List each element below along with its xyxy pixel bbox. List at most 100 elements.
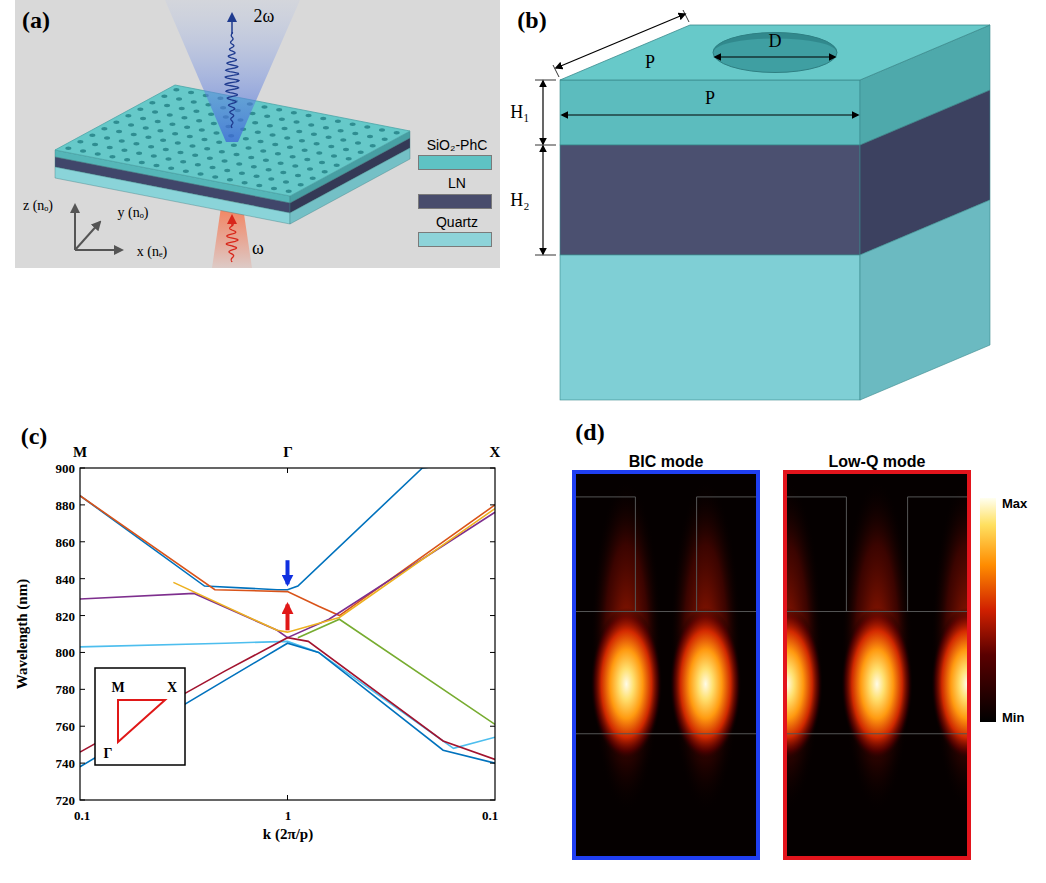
brillouin-inset <box>95 668 185 765</box>
tick-label: 900 <box>56 462 76 475</box>
air-hole <box>279 117 285 120</box>
tick-label: 820 <box>56 609 76 622</box>
inset-label: X <box>167 681 177 695</box>
air-hole <box>164 104 170 107</box>
air-hole <box>263 159 269 162</box>
harmonic-beam <box>165 0 300 142</box>
legend-label: Quartz <box>418 215 496 230</box>
air-hole <box>282 127 288 130</box>
quartz-layer <box>55 167 290 224</box>
dimension-label: H₂ <box>510 191 529 209</box>
air-hole <box>116 130 122 133</box>
air-hole <box>298 183 304 186</box>
air-hole <box>169 123 175 126</box>
air-hole <box>261 105 267 108</box>
layer-boundary <box>787 496 846 497</box>
colorbar <box>980 498 996 722</box>
air-hole <box>304 158 310 161</box>
air-hole <box>239 172 245 175</box>
air-hole <box>352 132 358 135</box>
hole-wall <box>713 33 837 53</box>
band-curve <box>80 468 495 590</box>
layer-boundary <box>697 496 756 497</box>
tick-label: 720 <box>56 794 76 807</box>
air-hole <box>177 151 183 154</box>
dimension-label: P <box>705 89 715 107</box>
air-hole <box>278 161 284 164</box>
tick-label: 740 <box>56 757 76 770</box>
panel-letter: (a) <box>22 8 50 32</box>
air-hole <box>284 136 290 139</box>
air-hole <box>292 164 298 167</box>
air-hole <box>80 149 86 152</box>
air-hole <box>145 136 151 139</box>
field-glow <box>670 478 742 814</box>
air-hole <box>107 146 113 149</box>
air-hole <box>181 116 187 119</box>
air-hole <box>139 161 145 164</box>
air-hole <box>163 148 169 151</box>
air-hole <box>358 151 364 154</box>
tick-label: 780 <box>56 683 76 696</box>
axis-arrow <box>75 249 122 251</box>
mode-arrow-bic <box>286 560 290 584</box>
panel-letter: (c) <box>21 424 48 448</box>
air-hole <box>294 120 300 123</box>
air-hole <box>382 138 388 141</box>
air-hole <box>179 107 185 110</box>
hole-boundary <box>696 497 697 612</box>
band-curve <box>298 619 495 724</box>
air-hole <box>101 127 107 130</box>
tick-mark <box>490 652 495 653</box>
air-hole <box>248 156 254 159</box>
air-hole <box>394 131 400 134</box>
air-hole <box>302 148 308 151</box>
dimension-arrow <box>542 81 543 144</box>
layer-boundary <box>908 496 967 497</box>
layer-boundary <box>576 496 635 497</box>
air-hole <box>258 140 264 143</box>
air-hole <box>89 133 95 136</box>
band-curve <box>173 509 495 633</box>
air-hole <box>276 108 282 111</box>
panel-background <box>15 0 500 268</box>
tick-mark <box>80 578 85 579</box>
air-hole <box>176 97 182 100</box>
air-hole <box>340 138 346 141</box>
panel-d <box>576 474 1003 856</box>
hole-boundary <box>635 497 636 612</box>
air-hole <box>367 135 373 138</box>
tick-label: 800 <box>56 646 76 659</box>
air-hole <box>198 172 204 175</box>
dimension-arrow <box>562 114 858 115</box>
air-hole <box>137 107 143 110</box>
axis-arrow <box>74 205 76 250</box>
air-hole <box>314 142 320 145</box>
air-hole <box>165 157 171 160</box>
mode-arrow-lowq <box>286 604 290 630</box>
axis-title: k (2π/p) <box>263 827 313 842</box>
air-hole <box>346 157 352 160</box>
tick-mark <box>490 689 495 690</box>
axis-label: x (nₑ) <box>137 245 167 259</box>
band-curve <box>80 496 495 616</box>
panel-letter: (b) <box>517 8 546 32</box>
air-hole <box>133 142 139 145</box>
field-map <box>576 474 756 856</box>
air-hole <box>270 133 276 136</box>
air-hole <box>323 126 329 129</box>
field-lobe <box>841 608 913 761</box>
air-hole <box>213 131 219 134</box>
panel-b <box>535 10 990 400</box>
air-hole <box>109 155 115 158</box>
field-background <box>576 474 756 856</box>
air-hole <box>283 180 289 183</box>
tick-mark <box>80 615 85 616</box>
layer-boundary <box>787 733 967 734</box>
tick-mark <box>490 541 495 542</box>
band-curve <box>80 512 495 637</box>
air-hole <box>316 151 322 154</box>
colorbar-label: Max <box>1002 497 1027 510</box>
tick-label: 760 <box>56 720 76 733</box>
air-hole <box>280 171 286 174</box>
